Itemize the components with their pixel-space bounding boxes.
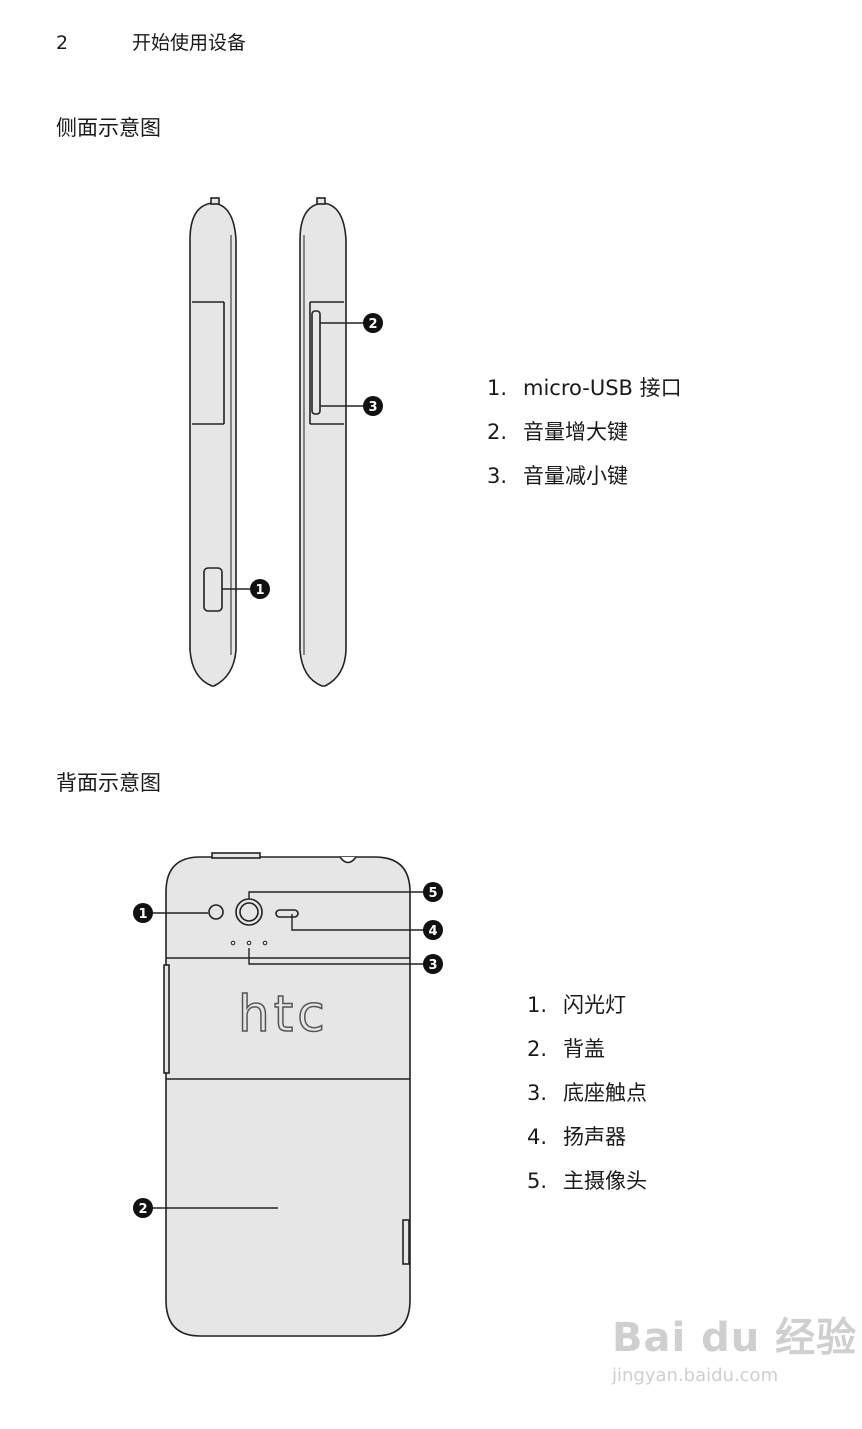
baidu-watermark: Bai du 经验 jingyan.baidu.com xyxy=(612,1305,857,1386)
back-callouts: 1 2 3 4 5 xyxy=(133,882,443,1218)
side-view-legend: 1.micro-USB 接口 2.音量增大键 3.音量减小键 xyxy=(487,366,682,498)
svg-text:3: 3 xyxy=(428,958,437,973)
side-view-title: 侧面示意图 xyxy=(56,116,161,140)
htc-logo: htc xyxy=(237,984,329,1044)
page-header: 2 开始使用设备 xyxy=(56,28,246,55)
legend-item: 2.背盖 xyxy=(527,1037,605,1061)
flash xyxy=(208,904,224,920)
legend-item: 1.闪光灯 xyxy=(527,993,626,1017)
svg-text:3: 3 xyxy=(368,400,377,415)
phone-side-right xyxy=(299,197,347,687)
legend-item: 5.主摄像头 xyxy=(527,1169,647,1193)
back-callout-1: 1 xyxy=(133,903,153,923)
chapter-title: 开始使用设备 xyxy=(132,32,247,54)
phone-back xyxy=(163,852,411,1337)
page-number: 2 xyxy=(56,32,69,54)
back-callout-3: 3 xyxy=(423,954,443,974)
legend-item: 3.音量减小键 xyxy=(487,464,628,488)
svg-text:1: 1 xyxy=(138,907,147,922)
back-callout-2: 2 xyxy=(133,1198,153,1218)
watermark-url: jingyan.baidu.com xyxy=(612,1365,779,1386)
legend-item: 4.扬声器 xyxy=(527,1125,626,1149)
svg-text:2: 2 xyxy=(368,317,377,332)
svg-text:4: 4 xyxy=(428,924,437,939)
back-callout-5: 5 xyxy=(423,882,443,902)
svg-text:1: 1 xyxy=(255,583,264,598)
camera-lens xyxy=(239,902,259,922)
svg-text:2: 2 xyxy=(138,1202,147,1217)
svg-text:5: 5 xyxy=(428,886,437,901)
back-view-title: 背面示意图 xyxy=(56,771,161,795)
speaker-grille xyxy=(275,909,299,918)
side-callouts: 1 2 3 xyxy=(250,313,383,599)
side-callout-3: 3 xyxy=(363,396,383,416)
back-view-legend: 1.闪光灯 2.背盖 3.底座触点 4.扬声器 5.主摄像头 xyxy=(527,983,647,1203)
legend-item: 1.micro-USB 接口 xyxy=(487,376,682,400)
legend-item: 2.音量增大键 xyxy=(487,420,628,444)
watermark-brand: Bai du 经验 xyxy=(612,1315,858,1361)
legend-item: 3.底座触点 xyxy=(527,1081,647,1105)
phone-side-left xyxy=(189,197,237,687)
back-callout-4: 4 xyxy=(423,920,443,940)
side-callout-2: 2 xyxy=(363,313,383,333)
side-callout-1: 1 xyxy=(250,579,270,599)
